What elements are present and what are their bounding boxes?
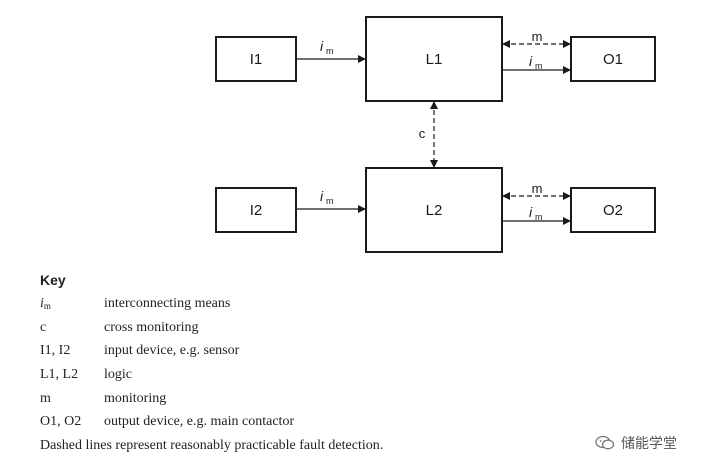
connector-I1-L1-sub: m: [326, 46, 334, 56]
box-I2: I2: [215, 187, 297, 233]
box-L1: L1: [365, 16, 503, 102]
key-description: monitoring: [104, 390, 167, 406]
key-symbol-sub: m: [43, 301, 51, 311]
key-description: output device, e.g. main contactor: [104, 414, 295, 430]
monitoring-L1-O1: m: [502, 29, 571, 48]
key-description: logic: [104, 367, 132, 383]
key-symbol: I1, I2: [40, 343, 71, 359]
cross-monitoring: c: [419, 101, 438, 168]
key-description: input device, e.g. sensor: [104, 343, 240, 359]
key-symbol: m: [40, 390, 51, 406]
box-O2-label: O2: [603, 202, 623, 219]
monitoring-L2-O2-label: m: [532, 181, 543, 196]
key-symbol: O1, O2: [40, 414, 82, 430]
connector-L2-O2-sub: m: [535, 212, 543, 222]
box-O1-label: O1: [603, 51, 623, 68]
box-L1-label: L1: [426, 51, 443, 68]
box-L2: L2: [365, 167, 503, 253]
box-I1: I1: [215, 36, 297, 82]
box-O2: O2: [570, 187, 656, 233]
box-I1-label: I1: [250, 51, 263, 68]
key-title: Key: [40, 272, 66, 288]
key-symbol-main: i: [40, 296, 44, 311]
box-I2-label: I2: [250, 202, 263, 219]
monitoring-L2-O2: m: [502, 181, 571, 200]
key-row: L1, L2 logic: [40, 363, 600, 387]
key-row: I1, I2 input device, e.g. sensor: [40, 339, 600, 363]
key-symbol: c: [40, 319, 47, 335]
connector-I2-L2-label: i: [320, 188, 324, 204]
box-L2-label: L2: [426, 202, 443, 219]
key-row: c cross monitoring: [40, 316, 600, 340]
key-symbol: L1, L2: [40, 367, 79, 383]
watermark: 储能学堂: [595, 434, 677, 452]
connector-L2-O2-label: i: [529, 204, 533, 220]
connector-I2-L2-sub: m: [326, 196, 334, 206]
key-description: cross monitoring: [104, 319, 199, 335]
key-legend: Key im interconnecting means c cross mon…: [40, 268, 600, 458]
safety-architecture-diagram: I1 L1 O1 I2 L2 O2 i m m i m c: [215, 16, 656, 253]
connector-L1-O1: i m: [502, 53, 571, 74]
key-row: im interconnecting means: [40, 292, 600, 316]
connector-L1-O1-label: i: [529, 53, 533, 69]
watermark-text: 储能学堂: [621, 436, 677, 452]
connector-I1-L1-label: i: [320, 38, 324, 54]
wechat-icon: [595, 435, 615, 450]
monitoring-L1-O1-label: m: [532, 29, 543, 44]
key-symbol: im: [40, 292, 104, 316]
connector-I2-L2: i m: [296, 188, 366, 213]
key-row: m monitoring: [40, 387, 600, 411]
connector-L1-O1-sub: m: [535, 61, 543, 71]
connector-L2-O2: i m: [502, 204, 571, 225]
cross-monitoring-label: c: [419, 126, 426, 141]
key-row: O1, O2 output device, e.g. main contacto…: [40, 410, 600, 434]
connector-I1-L1: i m: [296, 38, 366, 63]
box-O1: O1: [570, 36, 656, 82]
key-description: interconnecting means: [104, 296, 231, 311]
key-note: Dashed lines represent reasonably practi…: [40, 438, 384, 454]
